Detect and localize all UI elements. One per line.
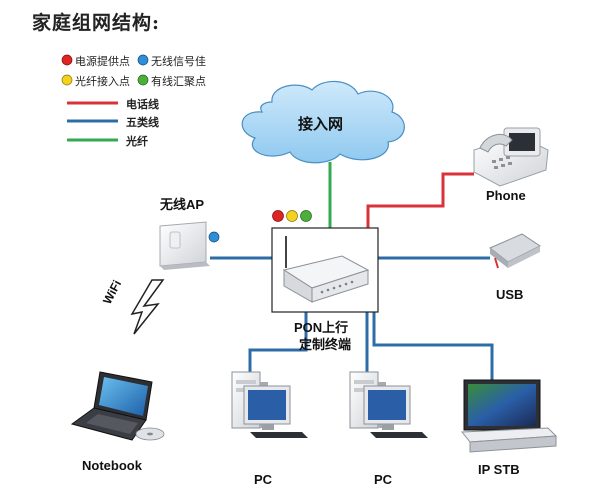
status-dot-red xyxy=(272,210,284,222)
legend-points xyxy=(61,54,149,86)
wifi-bolt-icon xyxy=(130,279,165,335)
terminal-label-line2: 定制终端 xyxy=(299,337,352,352)
ap-wireless-dot xyxy=(208,231,220,243)
notebook-device xyxy=(70,371,165,441)
stb-label: IP STB xyxy=(478,462,520,477)
pc-2-device xyxy=(349,371,428,438)
phone-label: Phone xyxy=(486,188,526,203)
pc-2-label: PC xyxy=(374,472,393,487)
access-network-cloud xyxy=(241,80,405,164)
phone-device xyxy=(473,127,549,187)
legend-label-cat5-line: 五类线 xyxy=(126,116,159,129)
page-title: 家庭组网结构: xyxy=(32,12,161,34)
legend-label-fiber-line: 光纤 xyxy=(126,135,148,148)
usb-label: USB xyxy=(496,287,524,302)
legend-lines xyxy=(67,101,118,142)
terminal-status-dots xyxy=(272,210,312,222)
legend-label-wireless: 无线信号佳 xyxy=(151,55,206,68)
pc-1-device xyxy=(231,371,308,438)
legend-label-power: 电源提供点 xyxy=(75,55,130,68)
terminal-label-line1: PON上行 xyxy=(294,320,349,335)
status-dot-green xyxy=(300,210,312,222)
pc1-link xyxy=(248,308,308,380)
pon-terminal xyxy=(271,227,379,313)
legend-label-wired: 有线汇聚点 xyxy=(151,75,206,88)
notebook-label: Notebook xyxy=(82,458,142,473)
usb-device xyxy=(489,233,541,269)
pc-1-label: PC xyxy=(254,472,273,487)
connections xyxy=(210,162,494,382)
legend-label-phone-line: 电话线 xyxy=(126,98,159,111)
wireless-ap-device xyxy=(159,221,220,270)
legend-dot-fiber xyxy=(61,74,73,86)
stb-link xyxy=(372,312,494,382)
phone-line xyxy=(366,172,474,232)
legend-dot-wireless xyxy=(137,54,149,66)
legend-dot-wired xyxy=(137,74,149,86)
status-dot-yellow xyxy=(286,210,298,222)
ip-stb-device xyxy=(460,379,558,453)
ap-label: 无线AP xyxy=(160,197,205,212)
cloud-label: 接入网 xyxy=(298,116,344,133)
legend-dot-power xyxy=(61,54,73,66)
legend-label-fiber-point: 光纤接入点 xyxy=(75,75,130,88)
